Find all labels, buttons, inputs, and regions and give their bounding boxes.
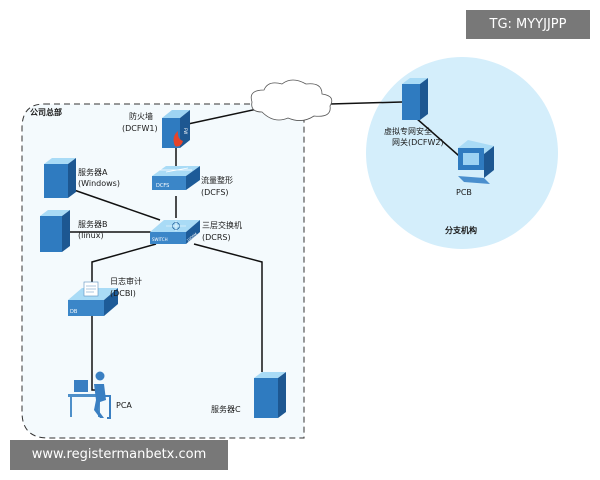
firewall-icon: FW xyxy=(162,110,190,148)
dcfs-name: 流量整形 xyxy=(201,176,233,185)
firewall-code: (DCFW1) xyxy=(122,124,158,133)
server-b-code: (linux) xyxy=(78,231,104,240)
dcrs-name: 三层交换机 xyxy=(202,221,242,230)
tg-watermark: TG: MYYJJPP xyxy=(466,10,590,39)
svg-text:SWITCH: SWITCH xyxy=(152,237,168,242)
url-watermark: www.registermanbetx.com xyxy=(10,440,228,470)
dcbi-code: (DCBI) xyxy=(110,289,136,298)
server-icon xyxy=(40,210,70,252)
dcfw2-name: 虚拟专网安全 xyxy=(384,127,432,136)
dcbi-name: 日志审计 xyxy=(110,277,142,286)
dcfw2-code: 网关(DCFW2) xyxy=(392,138,444,147)
l3-switch-icon: SWITCH 1000M xyxy=(150,220,200,244)
svg-text:DB: DB xyxy=(70,309,78,315)
pca-name: PCA xyxy=(116,401,132,410)
log-audit-icon: DB xyxy=(68,281,118,316)
server-b-name: 服务器B xyxy=(78,220,108,229)
svg-text:FW: FW xyxy=(183,128,188,134)
dcfs-code: (DCFS) xyxy=(201,188,229,197)
traffic-shaper-icon: DCFS xyxy=(152,166,200,190)
svg-text:DCFS: DCFS xyxy=(156,183,169,189)
branch-title: 分支机构 xyxy=(445,226,477,235)
server-icon xyxy=(44,158,76,198)
firewall-name: 防火墙 xyxy=(129,112,153,121)
server-c-name: 服务器C xyxy=(211,405,241,414)
cloud-icon xyxy=(250,79,333,121)
server-icon xyxy=(254,372,286,418)
dcrs-code: (DCRS) xyxy=(202,233,231,242)
svg-text:1000M: 1000M xyxy=(186,232,198,243)
hq-title: 公司总部 xyxy=(30,108,62,117)
pcb-name: PCB xyxy=(456,188,472,197)
workstation-icon xyxy=(68,371,111,419)
server-a-code: (Windows) xyxy=(78,179,120,188)
server-a-name: 服务器A xyxy=(78,168,108,177)
vpn-gateway-icon xyxy=(402,78,428,120)
pc-icon xyxy=(458,140,494,184)
